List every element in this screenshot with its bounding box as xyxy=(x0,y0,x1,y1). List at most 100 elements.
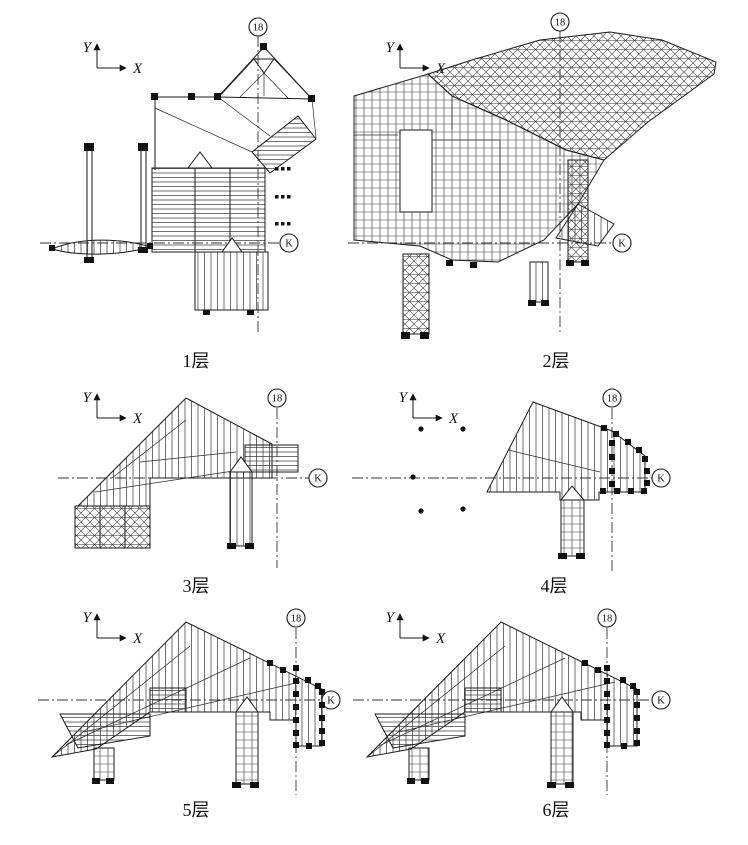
grid-bubble-k: K xyxy=(308,468,328,488)
grid-bubble-18-label: 18 xyxy=(272,394,283,405)
axis-y-label: Y xyxy=(399,390,409,406)
lattice-column xyxy=(402,253,430,335)
deck xyxy=(486,401,646,501)
grid-bubble-k-label: K xyxy=(657,696,665,707)
lower-band xyxy=(374,713,466,749)
bubble-circle xyxy=(597,608,617,628)
block xyxy=(464,687,502,713)
lattice-column xyxy=(567,159,589,263)
gable-triangle xyxy=(235,696,259,713)
grid-bubble-18-label: 18 xyxy=(602,614,613,625)
axis-x-label: X xyxy=(132,411,143,427)
right-block xyxy=(244,444,299,473)
axis-y-label: Y xyxy=(386,40,396,56)
grid-bubble-k-label: K xyxy=(285,239,293,250)
axis-indicator: Y X xyxy=(83,390,143,427)
grid-bubble-18: 18 xyxy=(602,388,622,408)
tower xyxy=(235,711,259,785)
floor-plan-drawing-6 xyxy=(365,621,640,788)
opening xyxy=(399,129,433,213)
caption-floor-2: 2层 xyxy=(543,351,570,371)
floor-plan-drawing-3 xyxy=(74,397,299,549)
small-column xyxy=(529,261,549,303)
edge-studs xyxy=(267,660,325,749)
gable-triangle xyxy=(550,696,574,713)
bubble-circle xyxy=(602,388,622,408)
grid-bubble-18: 18 xyxy=(286,608,306,628)
axis-indicator: Y X xyxy=(399,390,459,427)
grid-bubble-k-label: K xyxy=(314,474,322,485)
tower xyxy=(550,711,574,785)
grid-bubble-k-label: K xyxy=(618,239,626,250)
grid-bubble-18-label: 18 xyxy=(607,394,618,405)
grid-bubble-18: 18 xyxy=(597,608,617,628)
bubble-circle xyxy=(279,233,299,253)
caption-floor-5: 5层 xyxy=(183,800,210,820)
panel-floor-2: Y X 18 K xyxy=(348,12,717,371)
grid-bubble-18: 18 xyxy=(248,17,268,37)
bubble-circle xyxy=(267,388,287,408)
block xyxy=(149,687,187,713)
axis-x-label: X xyxy=(132,61,143,77)
axis-y-label: Y xyxy=(83,610,93,626)
caption-floor-3: 3层 xyxy=(183,576,210,596)
hatched-block-low xyxy=(194,251,269,311)
grid-bubble-k-label: K xyxy=(657,474,665,485)
connection-dots xyxy=(275,167,291,226)
floor-plan-drawing-2 xyxy=(353,31,717,339)
axis-indicator: Y X xyxy=(83,40,143,77)
braced-block xyxy=(74,505,151,549)
bubble-circle xyxy=(248,17,268,37)
tower xyxy=(229,471,253,547)
axis-y-label: Y xyxy=(386,610,396,626)
axis-x-label: X xyxy=(435,631,446,647)
small-tower xyxy=(93,747,115,781)
grid-bubble-k: K xyxy=(612,233,632,253)
caption-floor-6: 6层 xyxy=(543,800,570,820)
edge-studs xyxy=(600,425,650,494)
bubble-circle xyxy=(651,468,671,488)
hatched-strip xyxy=(251,115,317,174)
grid-bubble-k: K xyxy=(651,468,671,488)
caption-floor-1: 1层 xyxy=(183,351,210,371)
axis-indicator: Y X xyxy=(386,40,446,77)
bubble-circle xyxy=(308,468,328,488)
lower-band xyxy=(59,713,151,749)
axis-y-label: Y xyxy=(83,390,93,406)
panel-floor-3: Y X 18 K 3层 xyxy=(58,388,328,596)
axis-y-label: Y xyxy=(83,40,93,56)
grid-bubble-k-label: K xyxy=(327,696,335,707)
bubble-circle xyxy=(286,608,306,628)
arched-bridge xyxy=(50,239,152,255)
roof-triangle xyxy=(216,46,314,100)
floor-plan-drawing-1 xyxy=(49,43,317,315)
gable-triangle xyxy=(559,485,586,501)
tower xyxy=(560,499,585,557)
bubble-circle xyxy=(651,690,671,710)
grid-bubble-18-label: 18 xyxy=(291,614,302,625)
grid-bubble-k: K xyxy=(651,690,671,710)
caption-floor-4: 4层 xyxy=(541,576,568,596)
gable-triangle xyxy=(221,237,243,253)
bubble-circle xyxy=(612,233,632,253)
small-tower xyxy=(408,747,430,781)
axis-indicator: Y X xyxy=(386,610,446,647)
columns xyxy=(84,143,148,263)
grid-bubble-18: 18 xyxy=(550,12,570,32)
grid-bubble-18-label: 18 xyxy=(253,23,264,34)
column-dots xyxy=(410,426,466,514)
gable-triangle xyxy=(187,151,213,169)
grid-bubble-18: 18 xyxy=(267,388,287,408)
bubble-circle xyxy=(550,12,570,32)
axis-indicator: Y X xyxy=(83,610,143,647)
axis-x-label: X xyxy=(448,411,459,427)
grid-bubble-k: K xyxy=(279,233,299,253)
floor-plan-drawing-5 xyxy=(50,621,325,788)
axis-x-label: X xyxy=(435,61,446,77)
grid-bubble-18-label: 18 xyxy=(555,18,566,29)
gable-triangle xyxy=(229,456,253,473)
panel-floor-5: Y X 18 K xyxy=(38,608,341,820)
panel-floor-4: Y X 18 K xyxy=(352,388,671,596)
